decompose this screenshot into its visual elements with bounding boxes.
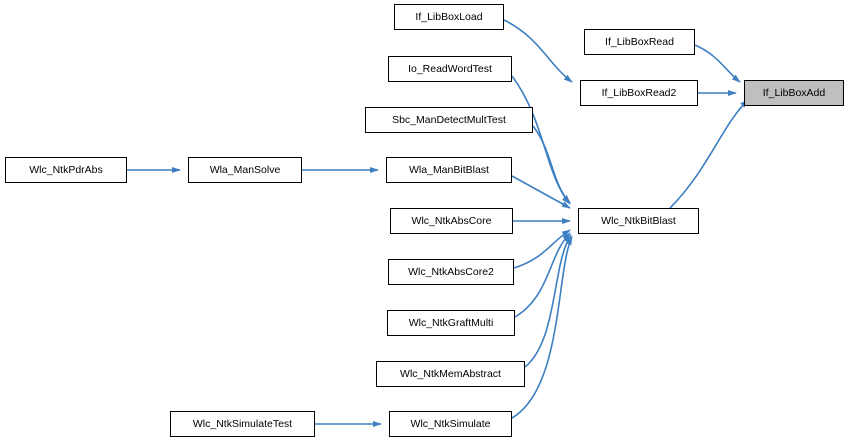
node-label: If_LibBoxLoad [415, 11, 483, 23]
edge-libboxload-libboxread2 [503, 19, 573, 83]
node-wlc-ntkpdrabs[interactable]: Wlc_NtkPdrAbs [5, 157, 127, 183]
node-label: Wlc_NtkSimulateTest [192, 418, 293, 430]
edge-manbitblast-ntkbitblast [511, 175, 571, 209]
node-label: Wlc_NtkPdrAbs [29, 164, 103, 176]
node-wlc-ntksimulate[interactable]: Wlc_NtkSimulate [389, 411, 512, 437]
edge-libboxread-libboxadd [694, 44, 741, 83]
node-if-libboxload[interactable]: If_LibBoxLoad [394, 4, 504, 30]
node-wlc-ntkbitblast[interactable]: Wlc_NtkBitBlast [578, 208, 699, 234]
node-label: Wlc_NtkAbsCore [411, 215, 492, 227]
edge-ntkgraftmulti-ntkbitblast [514, 232, 571, 318]
node-if-libboxread2[interactable]: If_LibBoxRead2 [580, 80, 698, 106]
node-io-readwordtest[interactable]: Io_ReadWordTest [388, 56, 512, 82]
node-sbc-mandetectmulttest[interactable]: Sbc_ManDetectMultTest [365, 107, 533, 133]
node-if-libboxadd[interactable]: If_LibBoxAdd [744, 80, 844, 106]
node-label: Sbc_ManDetectMultTest [392, 114, 506, 126]
node-label: If_LibBoxAdd [762, 87, 826, 99]
node-wlc-ntkmemabstract[interactable]: Wlc_NtkMemAbstract [376, 361, 525, 387]
node-wla-mansolve[interactable]: Wla_ManSolve [188, 157, 302, 183]
node-label: Wlc_NtkGraftMulti [408, 317, 494, 329]
node-label: If_LibBoxRead [605, 36, 674, 48]
edge-ntkabscore2-ntkbitblast [513, 229, 571, 269]
node-label: Wlc_NtkAbsCore2 [408, 266, 494, 278]
edge-ntkbitblast-libboxadd [669, 99, 749, 209]
node-label: Io_ReadWordTest [408, 63, 492, 75]
node-label: Wlc_NtkMemAbstract [400, 368, 501, 380]
node-wlc-ntksimulatetest[interactable]: Wlc_NtkSimulateTest [170, 411, 315, 437]
node-label: Wla_ManBitBlast [409, 164, 489, 176]
node-if-libboxread[interactable]: If_LibBoxRead [584, 29, 695, 55]
node-wlc-ntkabscore[interactable]: Wlc_NtkAbsCore [390, 208, 513, 234]
node-wlc-ntkgraftmulti[interactable]: Wlc_NtkGraftMulti [387, 310, 515, 336]
node-label: Wlc_NtkSimulate [410, 418, 491, 430]
node-wlc-ntkabscore2[interactable]: Wlc_NtkAbsCore2 [388, 259, 514, 285]
node-wla-manbitblast[interactable]: Wla_ManBitBlast [386, 157, 512, 183]
edge-ntksimulate-ntkbitblast [511, 236, 573, 419]
node-label: If_LibBoxRead2 [601, 87, 677, 99]
node-label: Wla_ManSolve [209, 164, 281, 176]
node-label: Wlc_NtkBitBlast [601, 215, 676, 227]
edge-ntkmemabstract-ntkbitblast [524, 234, 572, 368]
edge-mandetectmulttest-ntkbitblast [532, 125, 571, 204]
